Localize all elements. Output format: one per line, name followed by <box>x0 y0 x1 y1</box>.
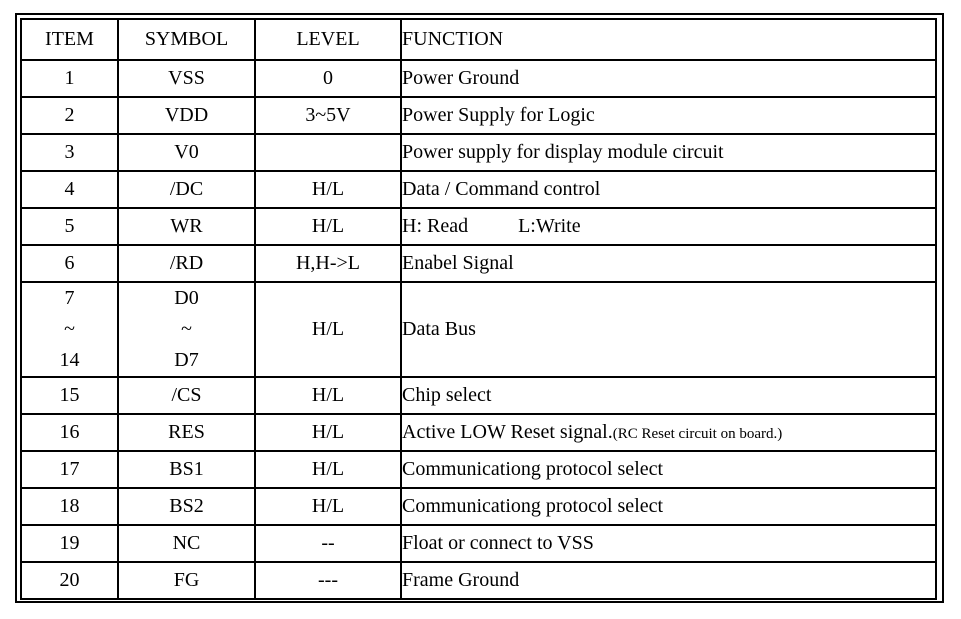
cell-function: Communicationg protocol select <box>400 487 937 526</box>
cell-level: H/L <box>254 376 402 415</box>
cell-function: Enabel Signal <box>400 244 937 283</box>
symbol-range-start: D0 <box>174 287 199 309</box>
cell-symbol: FG <box>117 561 256 600</box>
cell-function: Active LOW Reset signal.(RC Reset circui… <box>400 413 937 452</box>
cell-item: 4 <box>20 170 119 209</box>
table-row: 4 /DC H/L Data / Command control <box>20 170 937 209</box>
cell-item: 5 <box>20 207 119 246</box>
table-row: 15 /CS H/L Chip select <box>20 376 937 415</box>
cell-function: Power Supply for Logic <box>400 96 937 135</box>
cell-symbol: BS1 <box>117 450 256 489</box>
cell-symbol: /CS <box>117 376 256 415</box>
cell-level: -- <box>254 524 402 563</box>
table-row: 20 FG --- Frame Ground <box>20 561 937 600</box>
symbol-range-end: D7 <box>174 349 199 371</box>
column-header-symbol: SYMBOL <box>117 18 256 61</box>
cell-item: 15 <box>20 376 119 415</box>
cell-symbol: WR <box>117 207 256 246</box>
table-row: 2 VDD 3~5V Power Supply for Logic <box>20 96 937 135</box>
cell-function: H: Read L:Write <box>400 207 937 246</box>
function-note-text: (RC Reset circuit on board.) <box>612 426 783 442</box>
table-row: 18 BS2 H/L Communicationg protocol selec… <box>20 487 937 526</box>
cell-level: H/L <box>254 413 402 452</box>
symbol-range-tilde: ~ <box>181 318 192 340</box>
cell-level: --- <box>254 561 402 600</box>
table-row: 6 /RD H,H->L Enabel Signal <box>20 244 937 283</box>
cell-function: Chip select <box>400 376 937 415</box>
column-header-function: FUNCTION <box>400 18 937 61</box>
cell-function: Frame Ground <box>400 561 937 600</box>
cell-level: H/L <box>254 170 402 209</box>
table-outer-border: ITEM SYMBOL LEVEL FUNCTION 1 VSS 0 Power… <box>15 13 944 603</box>
table-row: 3 V0 Power supply for display module cir… <box>20 133 937 172</box>
table-row: 1 VSS 0 Power Ground <box>20 59 937 98</box>
cell-function: Data Bus <box>400 281 937 378</box>
table-row: 17 BS1 H/L Communicationg protocol selec… <box>20 450 937 489</box>
cell-function: Power supply for display module circuit <box>400 133 937 172</box>
cell-level: 3~5V <box>254 96 402 135</box>
column-header-level: LEVEL <box>254 18 402 61</box>
cell-symbol: NC <box>117 524 256 563</box>
cell-function: Data / Command control <box>400 170 937 209</box>
cell-symbol: BS2 <box>117 487 256 526</box>
cell-symbol-range: D0 ~ D7 <box>117 281 256 378</box>
item-range-start: 7 <box>64 287 75 309</box>
cell-level: H/L <box>254 487 402 526</box>
cell-item: 18 <box>20 487 119 526</box>
cell-item: 19 <box>20 524 119 563</box>
cell-symbol: RES <box>117 413 256 452</box>
cell-function: Float or connect to VSS <box>400 524 937 563</box>
cell-item: 16 <box>20 413 119 452</box>
cell-symbol: /RD <box>117 244 256 283</box>
cell-level: 0 <box>254 59 402 98</box>
cell-function: Communicationg protocol select <box>400 450 937 489</box>
cell-symbol: VSS <box>117 59 256 98</box>
cell-item: 20 <box>20 561 119 600</box>
table-row: 16 RES H/L Active LOW Reset signal.(RC R… <box>20 413 937 452</box>
cell-level: H/L <box>254 281 402 378</box>
item-range-tilde: ~ <box>64 318 75 340</box>
cell-item-range: 7 ~ 14 <box>20 281 119 378</box>
cell-level: H/L <box>254 207 402 246</box>
item-range-end: 14 <box>59 349 80 371</box>
cell-item: 6 <box>20 244 119 283</box>
cell-level: H,H->L <box>254 244 402 283</box>
table-row: 5 WR H/L H: Read L:Write <box>20 207 937 246</box>
cell-level: H/L <box>254 450 402 489</box>
column-header-item: ITEM <box>20 18 119 61</box>
cell-symbol: VDD <box>117 96 256 135</box>
table-row: 19 NC -- Float or connect to VSS <box>20 524 937 563</box>
cell-function: Power Ground <box>400 59 937 98</box>
cell-item: 17 <box>20 450 119 489</box>
cell-symbol: V0 <box>117 133 256 172</box>
cell-level <box>254 133 402 172</box>
cell-symbol: /DC <box>117 170 256 209</box>
cell-item: 1 <box>20 59 119 98</box>
pin-function-table: ITEM SYMBOL LEVEL FUNCTION 1 VSS 0 Power… <box>20 18 937 600</box>
function-main-text: Active LOW Reset signal. <box>402 421 613 443</box>
cell-item: 2 <box>20 96 119 135</box>
table-row-databus: 7 ~ 14 D0 ~ D7 H/L Data Bus <box>20 281 937 378</box>
table-header-row: ITEM SYMBOL LEVEL FUNCTION <box>20 18 937 61</box>
cell-item: 3 <box>20 133 119 172</box>
